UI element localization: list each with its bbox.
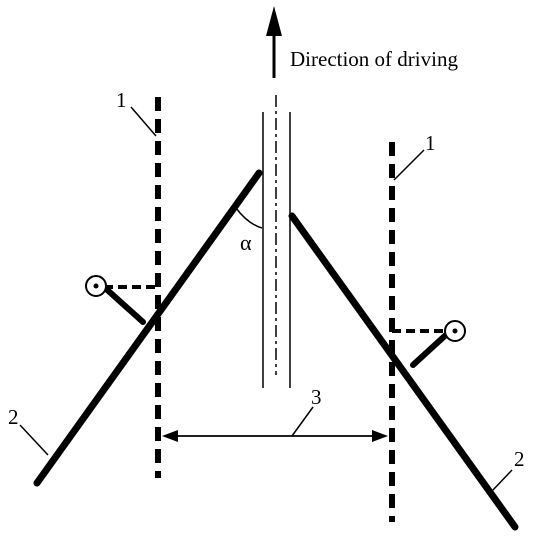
direction-arrow <box>266 6 282 78</box>
label-marker-right: 1 <box>425 131 436 155</box>
right-pivot-center-dot <box>452 328 458 334</box>
leader-bar-left <box>19 424 49 456</box>
angle-alpha-label: α <box>240 230 252 255</box>
right-angled-bar <box>288 212 519 531</box>
centre-strip <box>262 95 291 388</box>
leader-marker-right <box>393 149 425 181</box>
left-pivot-arm <box>101 284 146 325</box>
label-marker-left: 1 <box>116 88 127 112</box>
spacing-arrowhead-right-icon <box>372 430 388 442</box>
direction-label: Direction of driving <box>290 47 458 71</box>
label-bar-left: 2 <box>8 405 19 429</box>
leader-marker-left <box>130 106 157 137</box>
leader-spacing <box>291 406 314 437</box>
angle-arc <box>235 207 263 229</box>
right-pivot-arm <box>410 330 451 368</box>
left-angled-bar <box>33 169 263 487</box>
right-pivot <box>392 320 466 368</box>
label-spacing: 3 <box>311 385 322 409</box>
spacing-dimension <box>162 430 388 442</box>
left-pivot-center-dot <box>93 283 99 289</box>
leader-bar-right <box>491 469 513 492</box>
direction-arrowhead-icon <box>266 6 282 36</box>
spacing-arrowhead-left-icon <box>162 430 178 442</box>
left-pivot <box>85 275 160 325</box>
label-bar-right: 2 <box>514 447 525 471</box>
